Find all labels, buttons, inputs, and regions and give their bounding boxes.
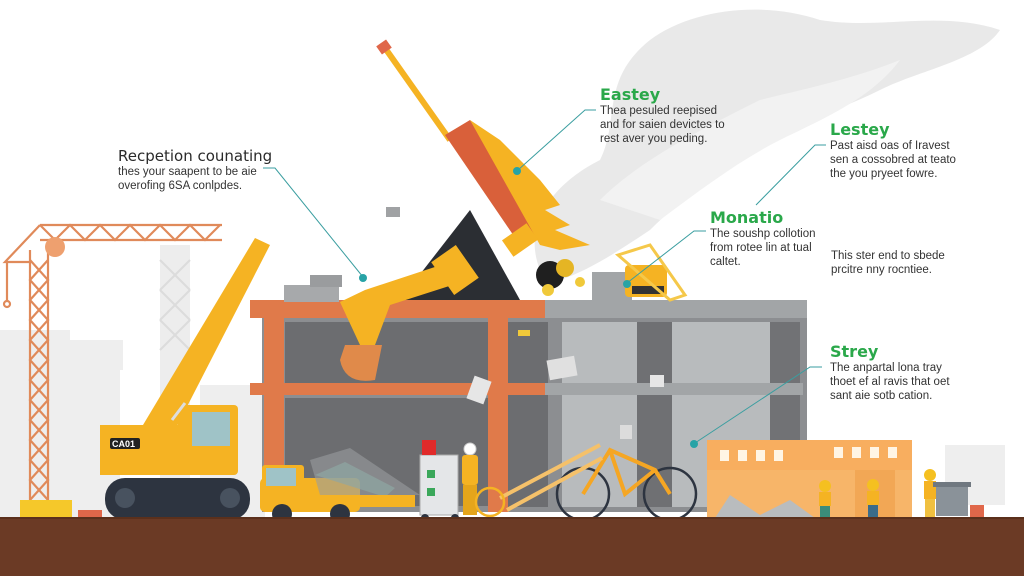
callout-body-line: prcitre nny rocntiee. <box>831 264 932 276</box>
orange-low-building <box>707 440 912 520</box>
callout-body-line: sant aie sotb cation. <box>830 390 933 402</box>
callout-title: Monatio <box>710 208 784 227</box>
callout-body-line: the you pryeet fowre. <box>830 168 938 180</box>
callout-strey: Strey The anpartal lona tray thoet ef al… <box>830 343 950 403</box>
callout-reception: Recpetion counating thes your saapent to… <box>118 147 272 193</box>
callout-body-line: thes your saapent to be aie <box>118 166 257 178</box>
demolition-boom <box>376 39 590 257</box>
annotation-dots <box>359 167 698 448</box>
toolbox <box>78 510 102 520</box>
callout-eastey: Eastey Thea pesuled reepised and for sai… <box>600 86 725 146</box>
callout-title: Lestey <box>830 120 890 139</box>
callout-title: Recpetion counating <box>118 147 273 165</box>
callout-body-line: Past aisd oas of Iravest <box>830 140 950 152</box>
dumpster <box>933 482 984 519</box>
callout-body-line: This ster end to sbede <box>831 250 945 262</box>
callout-body-line: caltet. <box>710 256 741 268</box>
callout-body-line: The anpartal lona tray <box>830 362 942 374</box>
workers-group <box>819 469 936 520</box>
callout-body-line: overofing 6SA conlpdes. <box>118 180 243 192</box>
crawler-crane: CA01 <box>100 238 270 520</box>
annotation-leaders <box>263 109 826 444</box>
callout-body-line: Thea pesuled reepised <box>600 105 717 117</box>
roof-compactor <box>614 243 688 302</box>
callout-lestey: Lestey Past aisd oas of Iravest sen a co… <box>830 121 956 181</box>
callout-body-line: sen a cossobred at teato <box>830 154 956 166</box>
excavator-arm <box>340 245 479 381</box>
callout-monatio: Monatio The soushp collotion from rotee … <box>710 209 815 269</box>
ground <box>0 518 1024 576</box>
callout-title: Strey <box>830 342 879 361</box>
smoke-plume <box>534 9 1000 280</box>
crane-label: CA01 <box>112 439 135 449</box>
callout-body-line: The soushp collotion <box>710 228 816 240</box>
callout-title: Eastey <box>600 85 661 104</box>
debris-burst <box>386 207 664 439</box>
callout-body-line: from rotee lin at tual <box>710 242 812 254</box>
crane-base <box>20 500 72 520</box>
callout-body-line: rest aver you peding. <box>600 133 708 145</box>
bicycle <box>474 443 698 522</box>
tower-crane <box>2 223 222 501</box>
callout-body-line: and for saien devictes to <box>600 119 725 131</box>
callout-extra: This ster end to sbede prcitre nny rocnt… <box>831 249 945 277</box>
callout-body-line: thoet ef al ravis that oet <box>830 376 950 388</box>
worker-figure <box>462 442 478 515</box>
